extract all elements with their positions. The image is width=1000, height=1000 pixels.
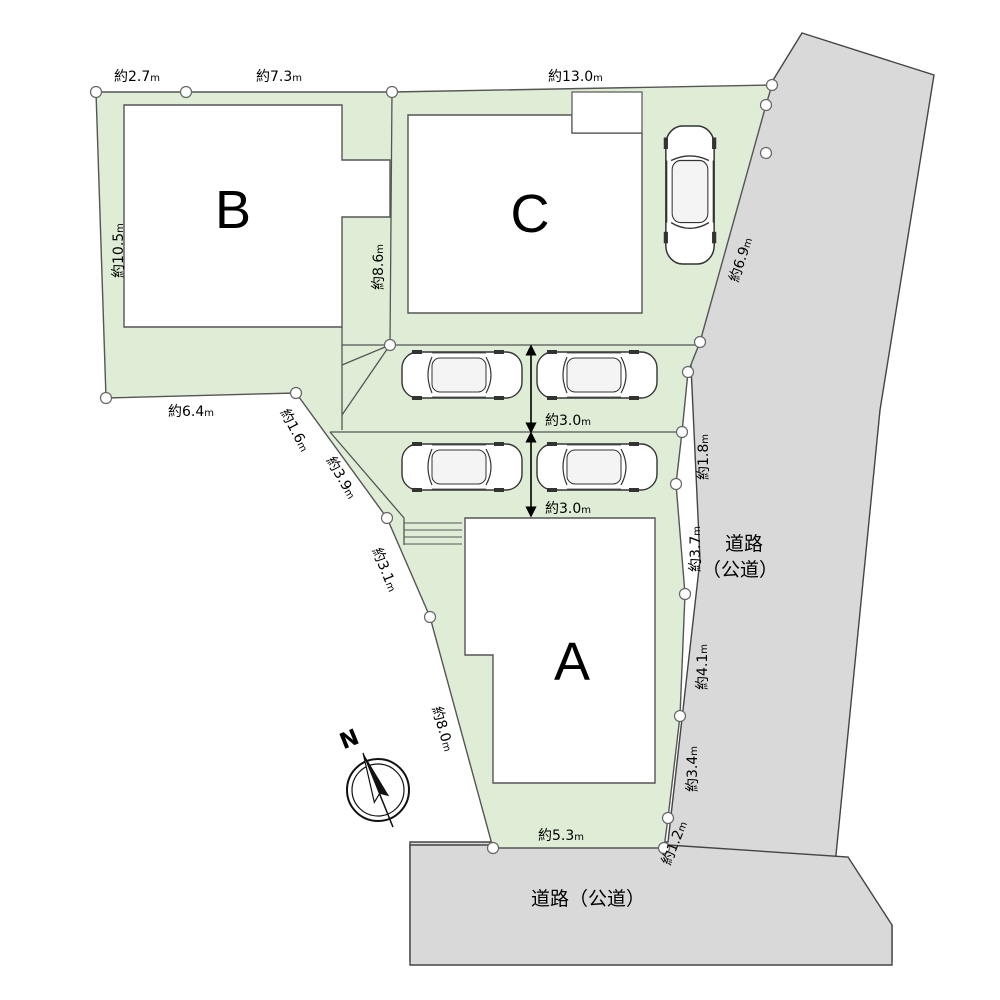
dim-diag-1: 約1.6m — [276, 406, 312, 454]
south-road — [409, 844, 893, 966]
compass-north-label: N — [336, 725, 362, 755]
boundary-marker — [681, 365, 695, 379]
boundary-marker — [675, 425, 689, 439]
dim-parking-2: 約3.0m — [545, 501, 591, 517]
dim-east-2: 約1.8m — [696, 434, 712, 480]
dim-b-bottom: 約6.4m — [168, 404, 214, 420]
car-icon — [536, 441, 658, 493]
car-icon — [401, 349, 523, 401]
dim-east-5: 約3.4m — [685, 746, 701, 792]
dim-top-east: 約13.0m — [548, 69, 603, 85]
boundary-marker — [673, 709, 687, 723]
dim-parking-1: 約3.0m — [545, 413, 591, 429]
boundary-marker — [759, 146, 773, 160]
boundary-marker — [99, 391, 113, 405]
boundary-marker — [385, 85, 399, 99]
boundary-marker — [289, 386, 303, 400]
boundary-markers — [89, 78, 779, 855]
boundary-marker — [89, 85, 103, 99]
dim-top-mid: 約7.3m — [256, 69, 302, 85]
east-road-label-line2: （公道） — [702, 559, 778, 581]
dim-west: 約10.5m — [111, 223, 127, 278]
dim-south: 約5.3m — [538, 828, 584, 844]
boundary-marker — [423, 610, 437, 624]
boundary-marker — [383, 338, 397, 352]
building-a-label: A — [554, 632, 590, 692]
boundary-marker — [678, 587, 692, 601]
east-road-label-line1: 道路 — [725, 533, 763, 555]
boundary-marker — [765, 78, 779, 92]
building-c-label: C — [511, 184, 550, 244]
boundary-marker — [657, 841, 671, 855]
boundary-marker — [661, 811, 675, 825]
building-a: A — [464, 517, 656, 784]
dim-east-4: 約4.1m — [695, 644, 711, 690]
boundary-marker — [179, 85, 193, 99]
south-road-label: 道路（公道） — [531, 888, 645, 910]
dim-b-side: 約8.6m — [371, 244, 387, 290]
car-icon — [401, 441, 523, 493]
road-labels: 道路 （公道） 道路（公道） — [531, 533, 778, 910]
boundary-marker — [486, 841, 500, 855]
dim-east-3: 約3.7m — [688, 526, 704, 572]
building-b: B — [123, 104, 391, 328]
compass-icon: N — [336, 725, 410, 828]
car-icon — [536, 349, 658, 401]
dimension-labels: 約2.7m 約7.3m 約13.0m 約10.5m 約8.6m 約6.4m 約1… — [111, 69, 755, 867]
dim-diag-4: 約8.0m — [428, 705, 456, 754]
car-icon — [662, 125, 718, 265]
boundary-marker — [380, 511, 394, 525]
boundary-marker — [693, 335, 707, 349]
building-b-label: B — [215, 180, 251, 240]
dim-diag-3: 約3.1m — [368, 546, 400, 595]
building-c: C — [407, 91, 643, 314]
boundary-marker — [759, 98, 773, 112]
entrance-steps — [404, 522, 462, 545]
boundary-marker — [669, 477, 683, 491]
lot-lines — [329, 91, 700, 545]
dim-top-west: 約2.7m — [114, 69, 160, 85]
